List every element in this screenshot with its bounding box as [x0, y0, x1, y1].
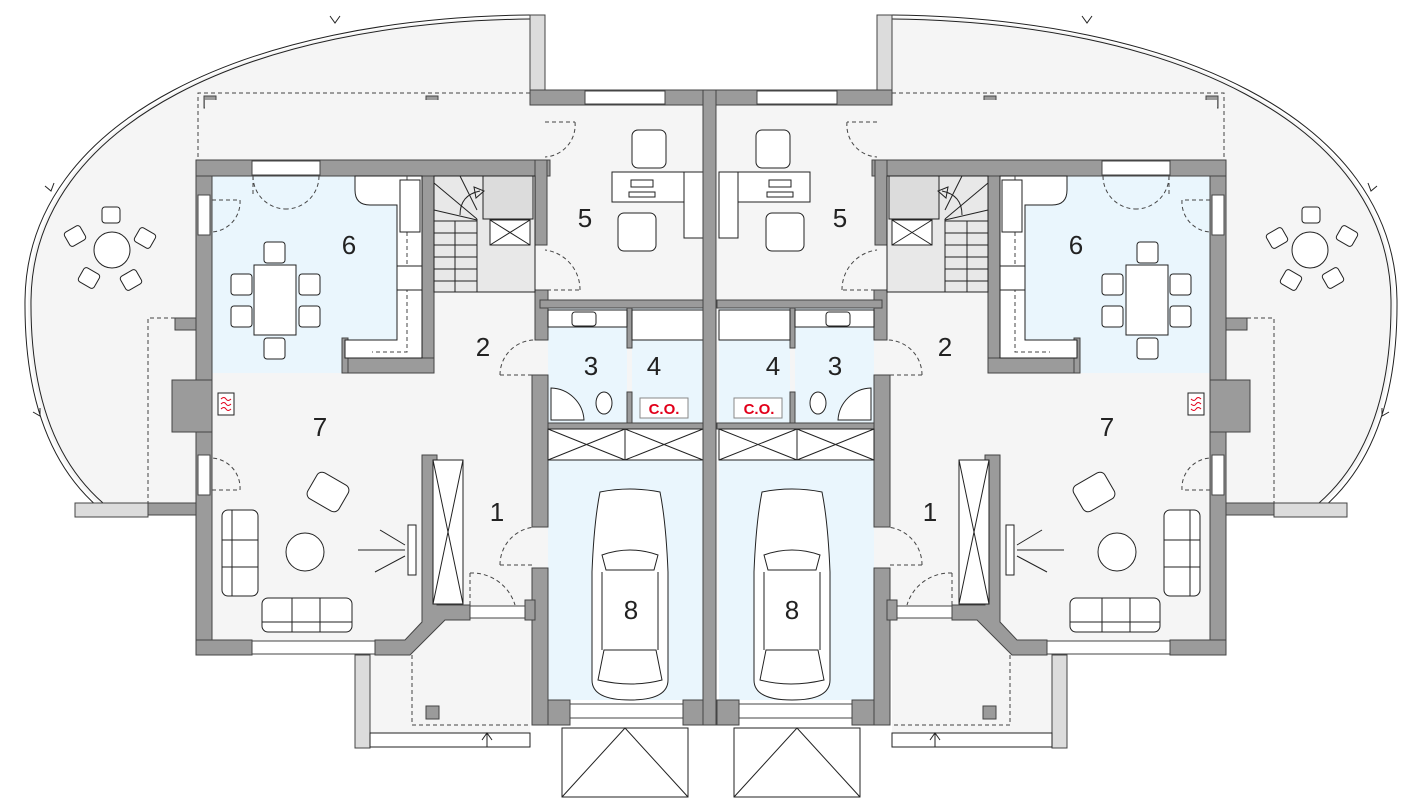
left-unit-labels: 1 2 3 4 5 6 7 8 C.O. — [313, 203, 680, 625]
room-7-label: 7 — [1100, 412, 1114, 442]
room-1-label: 1 — [490, 497, 504, 527]
left-unit — [24, 14, 709, 798]
room-3-label: 3 — [584, 351, 598, 381]
room-8-label: 8 — [785, 595, 799, 625]
room-8-label: 8 — [624, 595, 638, 625]
room-5-label: 5 — [833, 203, 847, 233]
right-unit-labels: 1 2 3 4 5 6 7 8 C.O. — [744, 203, 1115, 625]
room-3-label: 3 — [828, 351, 842, 381]
room-4-label: 4 — [647, 351, 661, 381]
room-7-label: 7 — [313, 412, 327, 442]
room-4-label: 4 — [766, 351, 780, 381]
boiler-label: C.O. — [649, 401, 680, 418]
room-6-label: 6 — [1069, 230, 1083, 260]
party-wall — [702, 89, 717, 726]
room-5-label: 5 — [578, 203, 592, 233]
right-unit — [713, 14, 1398, 798]
room-2-label: 2 — [476, 332, 490, 362]
room-6-label: 6 — [342, 230, 356, 260]
boiler-label: C.O. — [744, 401, 775, 418]
room-1-label: 1 — [923, 497, 937, 527]
room-2-label: 2 — [938, 332, 952, 362]
